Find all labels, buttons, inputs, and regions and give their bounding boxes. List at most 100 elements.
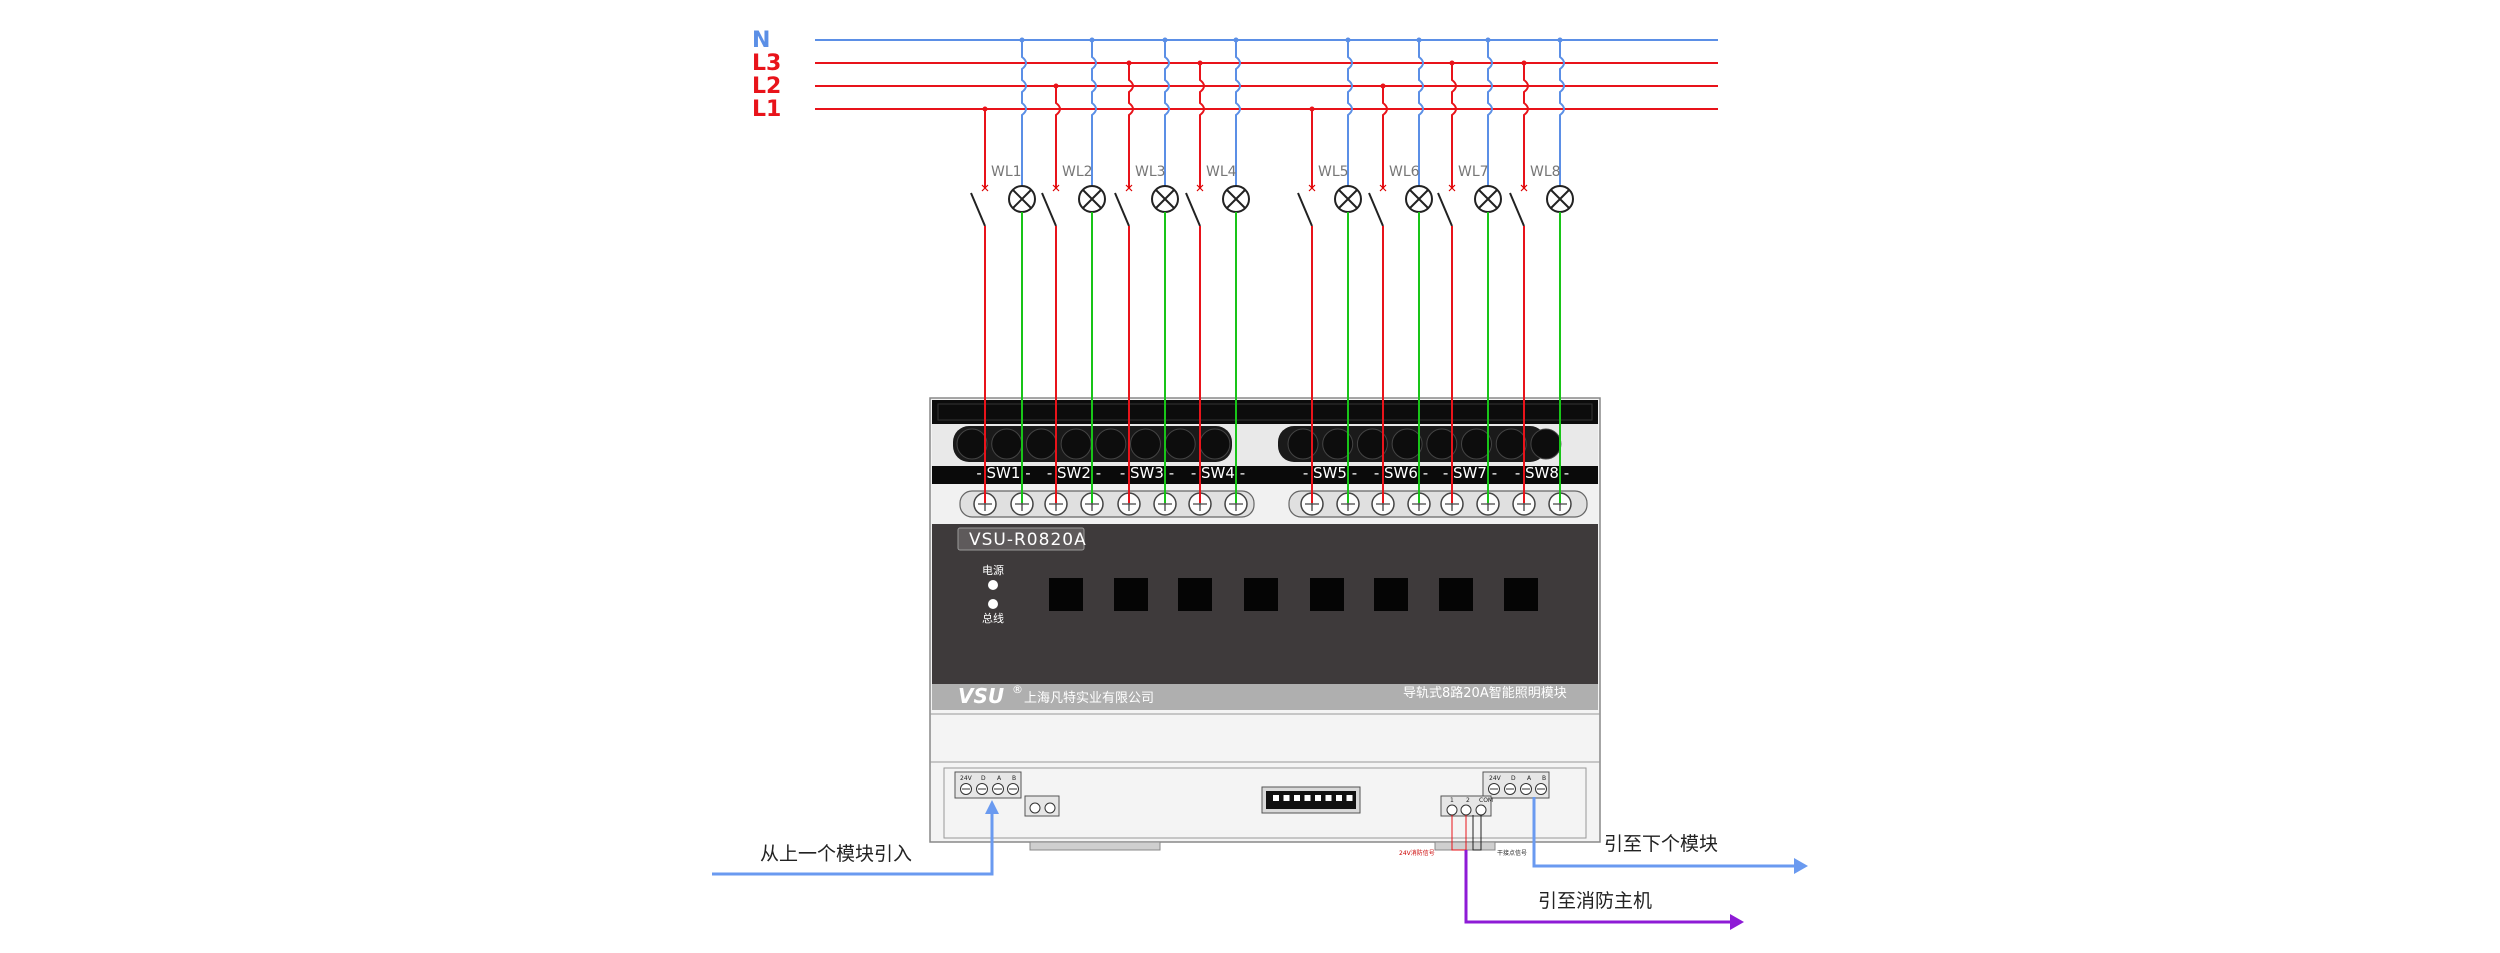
product-name: 导轨式8路20A智能照明模块 [1403,685,1567,701]
switch-label-band [932,466,1598,484]
screw-hole-2 [991,428,1023,460]
fire-terminal-com: COM [1479,797,1493,804]
switch-blade-1 [970,192,986,227]
device-top-rail [937,403,1593,421]
channel-key-8 [1504,578,1538,611]
route-to-next-arrowhead [1794,858,1808,874]
screw-hole-10 [1322,428,1354,460]
neutral-feed-4 [1235,40,1241,186]
footer-strip [932,684,1598,710]
dip-switch-lever-7 [1336,795,1342,801]
brand-logo: VSU [958,684,1004,708]
channel-key-3 [1178,578,1212,611]
lamp-cross-5 [1338,189,1358,209]
fire-terminal-screw-2 [1460,804,1472,816]
dip-switch-lever-8 [1346,795,1353,801]
route-to-next-label: 引至下个模块 [1604,833,1718,855]
switch-label-5: - SW5 - [1303,464,1357,482]
fire-terminal-1: 1 [1450,797,1454,804]
route-from-previous-label: 从上一个模块引入 [760,843,912,865]
phase-feed-4 [1199,63,1205,188]
terminal-left-a: A [997,775,1002,782]
power-led [988,580,998,590]
lamp-cross-3 [1155,189,1175,209]
route-to-fire-host-label: 引至消防主机 [1538,890,1652,912]
switch-label-6: - SW6 - [1374,464,1428,482]
neutral-feed-8 [1559,40,1565,186]
phase-feed-7 [1451,63,1457,188]
screw-hole-11 [1356,428,1388,460]
din-foot-right [1434,841,1496,851]
lamp-cross-1 [1012,189,1032,209]
switch-label-3: - SW3 - [1120,464,1174,482]
route-to-fire-host-line [1464,850,1736,924]
dip-switch-lever-3 [1294,795,1300,801]
terminal-left-d: D [981,775,986,782]
fire-signal-dry-lead [1472,815,1482,851]
lamp-cross-4 [1226,189,1246,209]
channel-key-2 [1114,578,1148,611]
channel-key-5 [1310,578,1344,611]
neutral-feed-7 [1487,40,1493,186]
bus-label-l2: L2 [752,74,781,99]
channel-key-4 [1244,578,1278,611]
channel-label-3: WL3 [1135,164,1166,180]
switch-blade-5 [1297,192,1313,227]
bus-indicator-label: 总线 [982,611,1004,625]
breaker-mark-2 [1052,184,1060,192]
aux-terminal-screw-2 [1044,802,1056,814]
switch-label-7: - SW7 - [1443,464,1497,482]
bus-label-l1: L1 [752,97,781,122]
bus-label-n: N [752,28,770,53]
phase-feed-6 [1382,86,1388,188]
terminal-right-a: A [1527,775,1532,782]
power-indicator-label: 电源 [982,563,1004,577]
screw-hole-7 [1164,428,1196,460]
channel-label-5: WL5 [1318,164,1349,180]
screw-hole-9 [1287,428,1319,460]
switch-label-4: - SW4 - [1191,464,1245,482]
neutral-feed-5 [1347,40,1353,186]
screw-hole-12 [1391,428,1423,460]
terminal-right-24v: 24V [1489,775,1502,782]
screw-hole-5 [1095,428,1127,460]
screw-hole-4 [1060,428,1092,460]
phase-feed-3 [1128,63,1134,188]
channel-label-8: WL8 [1530,164,1561,180]
channel-label-4: WL4 [1206,164,1237,180]
terminal-right-b: B [1542,775,1546,782]
switch-blade-2 [1041,192,1057,227]
screw-hole-13 [1426,428,1458,460]
fire-terminal-screw-1 [1446,804,1458,816]
switch-blade-7 [1437,192,1453,227]
terminal-right-d: D [1511,775,1516,782]
channel-label-7: WL7 [1458,164,1489,180]
bus-label-l3: L3 [752,51,781,76]
channel-label-2: WL2 [1062,164,1093,180]
switch-label-8: - SW8 - [1515,464,1569,482]
breaker-mark-7 [1448,184,1456,192]
screw-hole-14 [1461,428,1492,460]
route-from-previous-arrowhead [985,800,999,814]
neutral-feed-6 [1418,40,1424,186]
dip-switch-lever-1 [1273,795,1279,801]
dip-switch-lever-5 [1315,795,1321,801]
fire-signal-24v-label: 24V消防信号 [1399,849,1435,857]
channel-label-6: WL6 [1389,164,1420,180]
lamp-cross-7 [1478,189,1498,209]
neutral-feed-1 [1021,40,1027,186]
switch-blade-8 [1509,192,1525,227]
breaker-mark-6 [1379,184,1387,192]
fire-terminal-2: 2 [1466,797,1470,804]
breaker-mark-5 [1308,184,1316,192]
model-badge [957,527,1085,551]
phase-feed-2 [1055,86,1061,188]
lamp-cross-6 [1409,189,1429,209]
channel-label-1: WL1 [991,164,1022,180]
switch-blade-6 [1368,192,1384,227]
breaker-mark-3 [1125,184,1133,192]
fire-terminal-screw-3 [1475,804,1487,816]
screw-hole-6 [1130,428,1161,460]
